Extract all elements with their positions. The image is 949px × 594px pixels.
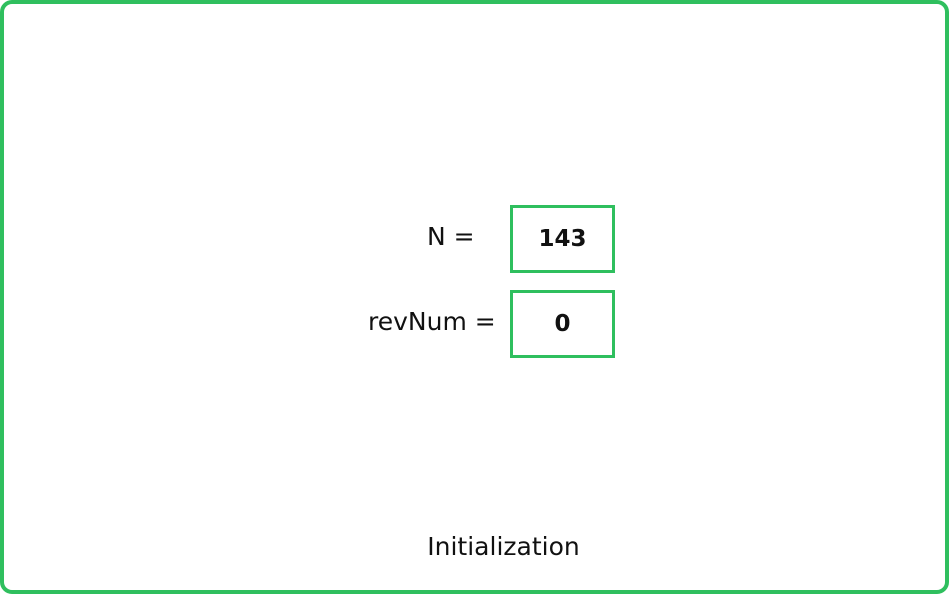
step-caption: Initialization (427, 532, 580, 561)
variable-label-n: N = (427, 222, 475, 251)
variable-value-box-revnum: 0 (510, 290, 615, 358)
variable-value-box-n: 143 (510, 205, 615, 273)
step-caption-container: Initialization (4, 534, 949, 559)
variable-label-revnum: revNum = (368, 307, 496, 336)
